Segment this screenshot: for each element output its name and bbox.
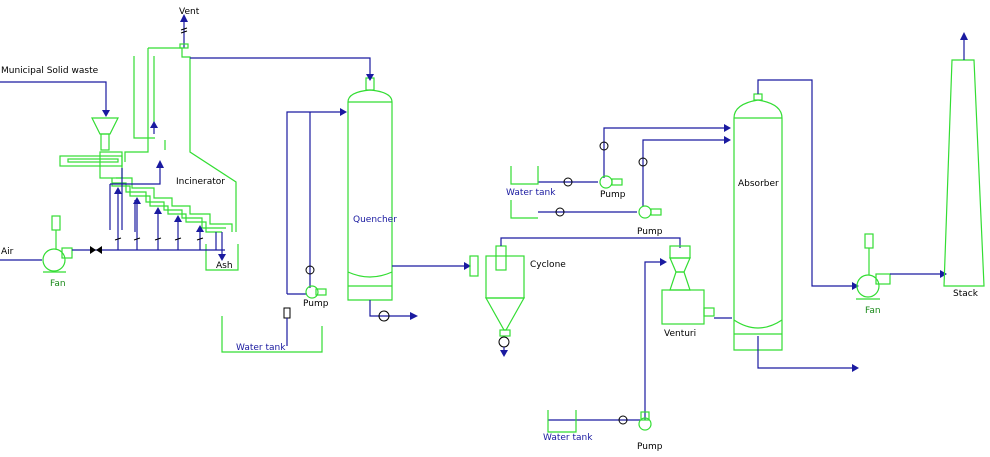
msw-feed-line: Municipal Solid waste	[0, 66, 110, 117]
vent-outlet: Vent	[179, 7, 200, 49]
vent-label: Vent	[179, 7, 200, 17]
water-tank-venturi-label: Water tank	[543, 433, 593, 443]
absorber-top-outlet	[757, 79, 859, 290]
cyclone-label: Cyclone	[530, 260, 566, 270]
venturi-label: Venturi	[664, 329, 696, 339]
quencher-label: Quencher	[353, 215, 397, 225]
absorber-bottom-outlet	[757, 336, 859, 372]
incinerator	[59, 47, 239, 271]
pump-venturi: Pump	[637, 411, 663, 452]
air-risers	[114, 187, 217, 250]
cyclone-to-venturi	[500, 237, 681, 248]
quencher: Quencher	[347, 77, 397, 301]
water-tank-absorber: Water tank	[506, 166, 556, 219]
fan-left: Fan	[42, 215, 73, 289]
pump-absorber-1: Pump	[599, 175, 626, 200]
ash-discharge: Ash	[216, 232, 233, 271]
ash-label: Ash	[216, 261, 233, 271]
air-label: Air	[1, 247, 14, 257]
air-line: Air	[0, 246, 225, 261]
cyclone: Cyclone	[392, 245, 566, 357]
water-tank-venturi: Water tank	[543, 410, 593, 443]
venturi: Venturi	[661, 245, 715, 339]
msw-label: Municipal Solid waste	[1, 66, 99, 76]
pump-venturi-label: Pump	[637, 442, 663, 452]
quencher-water-line	[283, 108, 347, 319]
fan-to-stack	[890, 270, 947, 278]
pump-absorber-2: Pump	[637, 205, 663, 237]
absorber: Absorber	[733, 93, 783, 351]
incinerator-internal-flow	[109, 121, 164, 232]
pump-quencher: Pump	[303, 285, 329, 309]
absorber-water-line-1	[538, 124, 731, 187]
pump-absorber-1-label: Pump	[600, 190, 626, 200]
absorber-water-line-2	[538, 136, 731, 217]
pump-quencher-label: Pump	[303, 299, 329, 309]
gas-to-quencher	[190, 57, 374, 81]
quencher-bottom-outlet	[369, 300, 418, 322]
stack-label: Stack	[953, 289, 979, 299]
fan-right-label: Fan	[865, 306, 881, 316]
fan-left-label: Fan	[50, 279, 66, 289]
water-tank-quencher: Water tank	[221, 316, 323, 353]
incinerator-label: Incinerator	[176, 177, 225, 187]
absorber-label: Absorber	[738, 179, 779, 189]
fan-right: Fan	[856, 233, 891, 316]
stack: Stack	[943, 32, 985, 299]
pump-absorber-2-label: Pump	[637, 227, 663, 237]
water-tank-quencher-label: Water tank	[236, 343, 286, 353]
water-tank-absorber-label: Water tank	[506, 188, 556, 198]
venturi-water-line	[548, 258, 667, 425]
